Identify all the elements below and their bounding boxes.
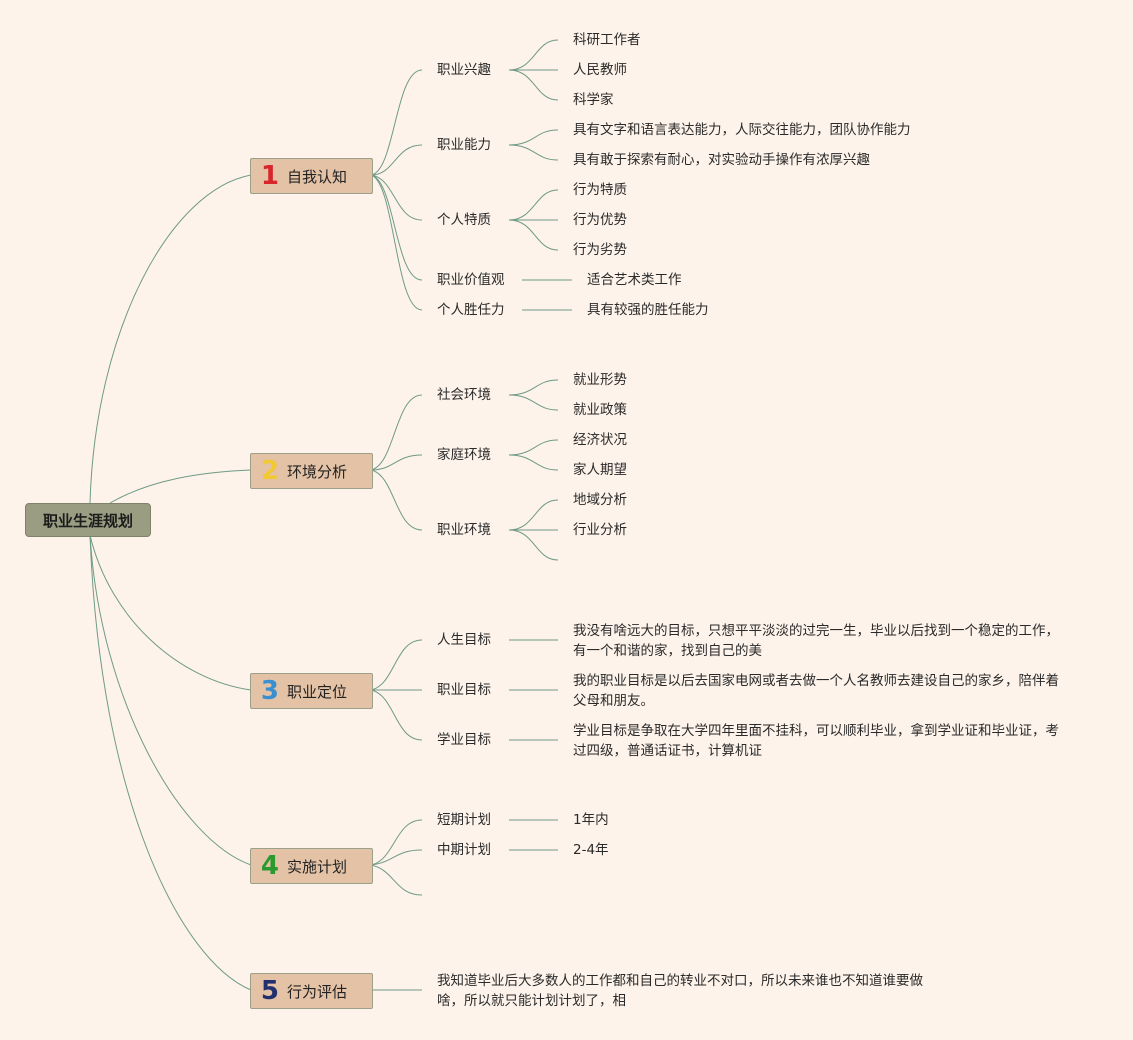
node-label: 实施计划: [287, 857, 348, 876]
leaf-item[interactable]: 具有较强的胜任能力: [587, 302, 709, 318]
subnode-social-environment[interactable]: 社会环境: [437, 387, 491, 403]
leaf-item[interactable]: 行为劣势: [573, 242, 627, 258]
leaf-paragraph[interactable]: 我的职业目标是以后去国家电网或者去做一个人名教师去建设自己的家乡，陪伴着父母和朋…: [573, 673, 1059, 709]
leaf-item[interactable]: 行业分析: [573, 522, 627, 538]
leaf-item[interactable]: 科学家: [573, 92, 614, 108]
leaf-item[interactable]: 2-4年: [573, 842, 609, 858]
subnode-personal-competence[interactable]: 个人胜任力: [437, 302, 505, 318]
leaf-item[interactable]: 就业政策: [573, 402, 627, 418]
leaf-paragraph[interactable]: 学业目标是争取在大学四年里面不挂科，可以顺利毕业，拿到学业证和毕业证，考过四级，…: [573, 723, 1059, 759]
leaf-item[interactable]: 家人期望: [573, 462, 627, 478]
subnode-career-environment[interactable]: 职业环境: [437, 522, 491, 538]
node-implementation-plan[interactable]: 4 实施计划: [250, 848, 373, 884]
subnode-family-environment[interactable]: 家庭环境: [437, 447, 491, 463]
subnode-career-goal[interactable]: 职业目标: [437, 682, 491, 698]
node-self-awareness[interactable]: 1 自我认知: [250, 158, 373, 194]
number-badge-5: 5: [260, 976, 279, 1006]
leaf-item[interactable]: 科研工作者: [573, 32, 641, 48]
leaf-item[interactable]: 适合艺术类工作: [587, 272, 682, 288]
subnode-short-term-plan[interactable]: 短期计划: [437, 812, 491, 828]
leaf-item[interactable]: 1年内: [573, 812, 609, 828]
evaluation-note[interactable]: 我知道毕业后大多数人的工作都和自己的转业不对口，所以未来谁也不知道谁要做啥，所以…: [437, 973, 923, 1009]
subnode-career-interest[interactable]: 职业兴趣: [437, 62, 491, 78]
subnode-mid-term-plan[interactable]: 中期计划: [437, 842, 491, 858]
subnode-life-goal[interactable]: 人生目标: [437, 632, 491, 648]
root-node[interactable]: 职业生涯规划: [25, 503, 151, 537]
node-label: 自我认知: [287, 167, 348, 186]
number-badge-4: 4: [260, 851, 279, 881]
leaf-item[interactable]: 具有敢于探索有耐心，对实验动手操作有浓厚兴趣: [573, 152, 870, 168]
leaf-item[interactable]: 行为优势: [573, 212, 627, 228]
leaf-item[interactable]: 经济状况: [573, 432, 627, 448]
node-environment-analysis[interactable]: 2 环境分析: [250, 453, 373, 489]
number-badge-2: 2: [260, 456, 279, 486]
subnode-career-values[interactable]: 职业价值观: [437, 272, 505, 288]
node-label: 行为评估: [287, 982, 348, 1001]
subnode-study-goal[interactable]: 学业目标: [437, 732, 491, 748]
subnode-personal-traits[interactable]: 个人特质: [437, 212, 491, 228]
leaf-paragraph[interactable]: 我没有啥远大的目标，只想平平淡淡的过完一生，毕业以后找到一个稳定的工作，有一个和…: [573, 623, 1059, 659]
subnode-career-ability[interactable]: 职业能力: [437, 137, 491, 153]
node-behavior-evaluation[interactable]: 5 行为评估: [250, 973, 373, 1009]
leaf-item[interactable]: 地域分析: [573, 492, 627, 508]
number-badge-1: 1: [260, 161, 279, 191]
leaf-item[interactable]: 人民教师: [573, 62, 627, 78]
leaf-item[interactable]: 行为特质: [573, 182, 627, 198]
node-label: 环境分析: [287, 462, 348, 481]
number-badge-3: 3: [260, 676, 279, 706]
leaf-item[interactable]: 就业形势: [573, 372, 627, 388]
node-career-positioning[interactable]: 3 职业定位: [250, 673, 373, 709]
leaf-item[interactable]: 具有文字和语言表达能力，人际交往能力，团队协作能力: [573, 122, 911, 138]
node-label: 职业定位: [287, 682, 348, 701]
